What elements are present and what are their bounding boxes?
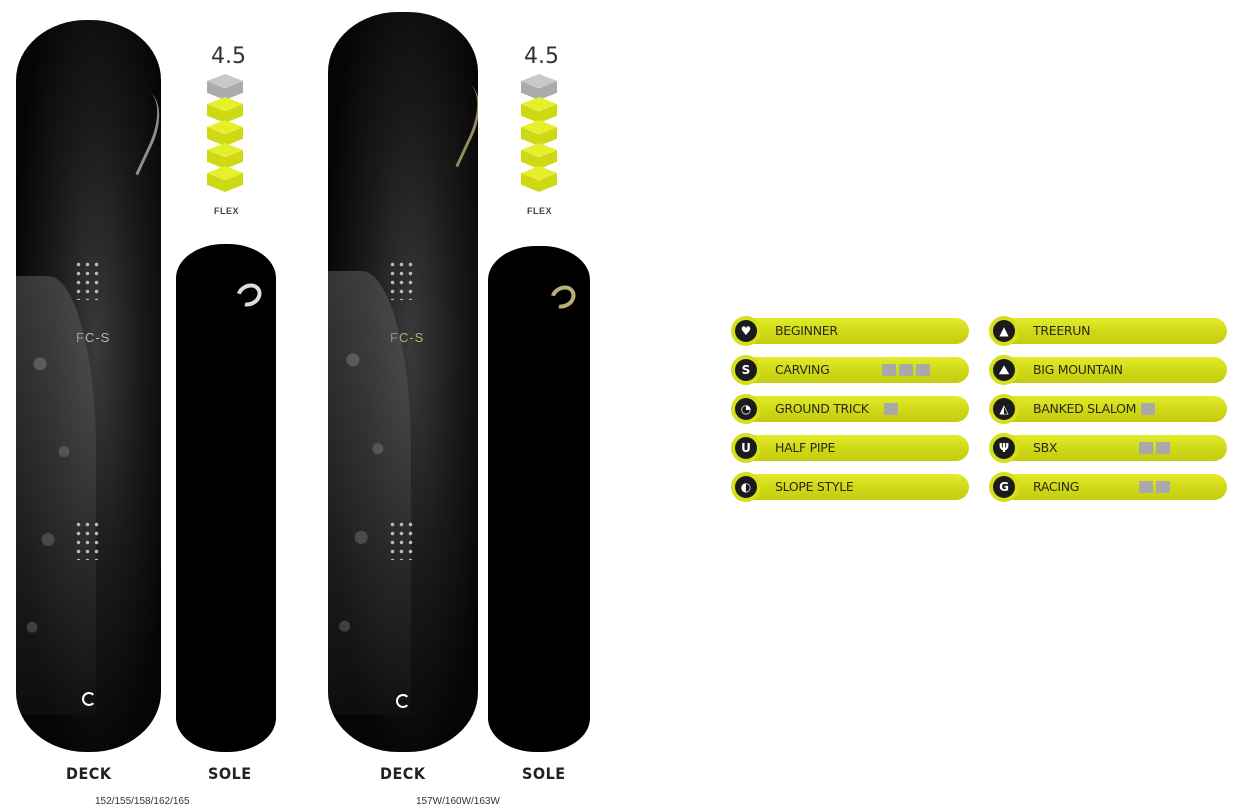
sole-logo-icon bbox=[546, 280, 580, 314]
brand-logo bbox=[82, 692, 96, 706]
flex-cube-filled bbox=[207, 143, 243, 169]
half-pipe-icon: U bbox=[731, 433, 761, 463]
sole-label: SOLE bbox=[208, 764, 252, 783]
leopard-artwork bbox=[328, 271, 411, 715]
use-label: BANKED SLALOM bbox=[1033, 401, 1137, 416]
racing-icon: G bbox=[989, 472, 1019, 502]
use-row-treerun: ▲ TREERUN bbox=[989, 316, 1229, 346]
ground-trick-icon: ◔ bbox=[731, 394, 761, 424]
flex-cube-filled bbox=[521, 120, 557, 146]
use-row-carving: S CARVING bbox=[731, 355, 971, 385]
sole-graphic-1 bbox=[176, 244, 276, 752]
use-row-background bbox=[997, 396, 1227, 422]
flex-cube-filled bbox=[521, 143, 557, 169]
use-row-ground-trick: ◔ GROUND TRICK bbox=[731, 394, 971, 424]
binding-inserts bbox=[388, 520, 416, 560]
rating-square bbox=[1156, 442, 1170, 454]
claw-mark bbox=[419, 76, 478, 168]
use-row-beginner: ♥ BEGINNER bbox=[731, 316, 971, 346]
use-row-sbx: Ψ SBX bbox=[989, 433, 1229, 463]
flex-label: FLEX bbox=[214, 206, 240, 216]
rating-square bbox=[1139, 481, 1153, 493]
use-label: BEGINNER bbox=[775, 323, 838, 338]
flex-cube-filled bbox=[207, 97, 243, 123]
banked-slalom-icon: ◭ bbox=[989, 394, 1019, 424]
use-row-big-mountain: ⛰ BIG MOUNTAIN bbox=[989, 355, 1229, 385]
use-rating bbox=[1139, 481, 1170, 493]
carving-icon: S bbox=[731, 355, 761, 385]
flex-cube-filled bbox=[521, 166, 557, 192]
treerun-icon: ▲ bbox=[989, 316, 1019, 346]
use-row-background bbox=[739, 396, 969, 422]
rating-square bbox=[1156, 481, 1170, 493]
brand-logo bbox=[396, 694, 410, 708]
model-text: FC-S bbox=[390, 330, 425, 345]
board-sizes: 152/155/158/162/165 bbox=[95, 796, 190, 807]
use-rating bbox=[884, 403, 898, 415]
flex-cube-filled bbox=[521, 97, 557, 123]
sole-label: SOLE bbox=[522, 764, 566, 783]
use-row-background bbox=[739, 435, 969, 461]
deck-graphic-2: FC-S bbox=[328, 12, 478, 752]
use-label: HALF PIPE bbox=[775, 440, 836, 455]
sbx-icon: Ψ bbox=[989, 433, 1019, 463]
board-sizes: 157W/160W/163W bbox=[416, 796, 500, 807]
use-label: BIG MOUNTAIN bbox=[1033, 362, 1123, 377]
sole-graphic-2 bbox=[488, 246, 590, 752]
rating-square bbox=[1141, 403, 1155, 415]
flex-meter bbox=[207, 74, 243, 192]
flex-cube-empty bbox=[207, 74, 243, 100]
flex-meter bbox=[521, 74, 557, 192]
binding-inserts bbox=[74, 260, 102, 300]
rating-square bbox=[916, 364, 930, 376]
rating-square bbox=[884, 403, 898, 415]
use-rating bbox=[1139, 442, 1170, 454]
rating-square bbox=[882, 364, 896, 376]
deck-graphic-1: FC-S bbox=[16, 20, 161, 752]
use-row-background bbox=[997, 435, 1227, 461]
use-row-background bbox=[997, 318, 1227, 344]
beginner-icon: ♥ bbox=[731, 316, 761, 346]
flex-cube-filled bbox=[207, 166, 243, 192]
use-row-background bbox=[739, 357, 969, 383]
sole-logo-icon bbox=[232, 278, 266, 312]
use-row-racing: G RACING bbox=[989, 472, 1229, 502]
deck-label: DECK bbox=[380, 764, 426, 783]
use-row-background bbox=[997, 357, 1227, 383]
use-label: GROUND TRICK bbox=[775, 401, 869, 416]
model-text: FC-S bbox=[76, 330, 111, 345]
deck-label: DECK bbox=[66, 764, 112, 783]
flex-cube-filled bbox=[207, 120, 243, 146]
use-label: TREERUN bbox=[1033, 323, 1091, 338]
flex-cube-empty bbox=[521, 74, 557, 100]
use-rating bbox=[882, 364, 930, 376]
use-label: SLOPE STYLE bbox=[775, 479, 854, 494]
use-row-background bbox=[739, 318, 969, 344]
flex-value: 4.5 bbox=[211, 44, 246, 69]
big-mountain-icon: ⛰ bbox=[989, 355, 1019, 385]
flex-value: 4.5 bbox=[524, 44, 559, 69]
rating-square bbox=[899, 364, 913, 376]
use-label: CARVING bbox=[775, 362, 830, 377]
use-row-banked-slalom: ◭ BANKED SLALOM bbox=[989, 394, 1229, 424]
use-row-half-pipe: U HALF PIPE bbox=[731, 433, 971, 463]
rating-square bbox=[1139, 442, 1153, 454]
use-label: SBX bbox=[1033, 440, 1058, 455]
flex-label: FLEX bbox=[527, 206, 553, 216]
leopard-artwork bbox=[16, 276, 96, 716]
use-row-slope-style: ◐ SLOPE STYLE bbox=[731, 472, 971, 502]
use-row-background bbox=[997, 474, 1227, 500]
use-rating bbox=[1141, 403, 1155, 415]
binding-inserts bbox=[74, 520, 102, 560]
claw-mark bbox=[99, 84, 161, 176]
use-label: RACING bbox=[1033, 479, 1080, 494]
use-row-background bbox=[739, 474, 969, 500]
binding-inserts bbox=[388, 260, 416, 300]
slope-style-icon: ◐ bbox=[731, 472, 761, 502]
